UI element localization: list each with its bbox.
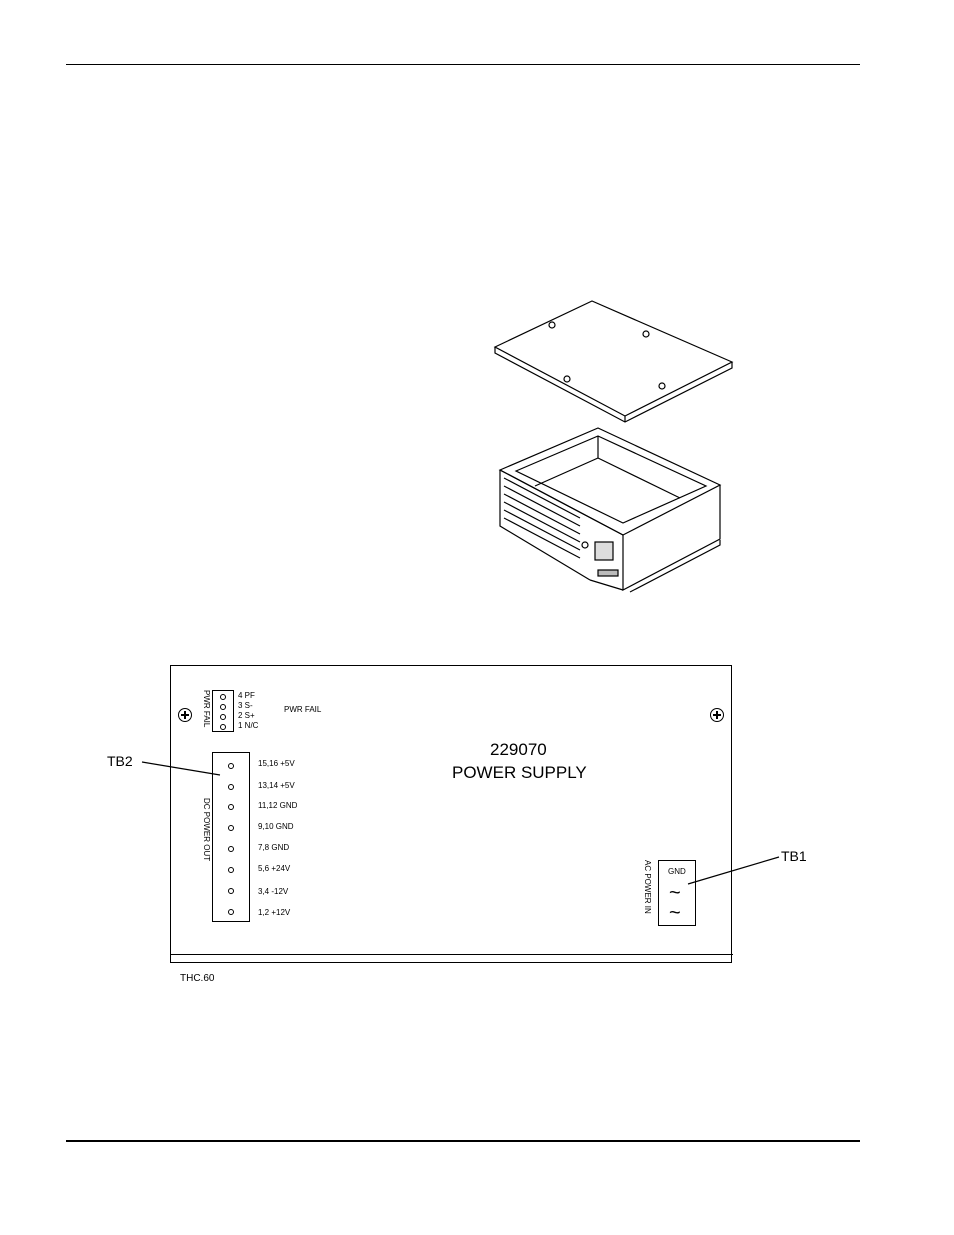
pwr-fail-side-label: PWR FAIL bbox=[202, 690, 211, 728]
mounting-screw-right-icon bbox=[710, 708, 724, 722]
terminal-pin bbox=[228, 909, 234, 915]
ac-line-symbol-icon: ~ bbox=[669, 882, 681, 904]
lid-drawing bbox=[493, 300, 734, 423]
pwr-fail-pin-label: 1 N/C bbox=[238, 721, 259, 730]
pwr-fail-pin-label: 3 S- bbox=[238, 701, 253, 710]
pwr-fail-pin-label: 2 S+ bbox=[238, 711, 255, 720]
header-rule bbox=[66, 64, 860, 65]
ac-power-in-side-label: AC POWER IN bbox=[643, 860, 652, 914]
model-number: 229070 bbox=[490, 740, 547, 759]
dc-pin-label: 13,14 +5V bbox=[258, 781, 295, 790]
dc-pin-label: 9,10 GND bbox=[258, 822, 294, 831]
dc-pin-label: 11,12 GND bbox=[258, 801, 298, 810]
ac-gnd-label: GND bbox=[668, 867, 686, 876]
mounting-screw-left-icon bbox=[178, 708, 192, 722]
terminal-pin bbox=[228, 846, 234, 852]
figure-id: THC.60 bbox=[180, 973, 215, 984]
pwr-fail-header: PWR FAIL bbox=[284, 705, 322, 714]
enclosure-illustration bbox=[493, 300, 734, 593]
terminal-pin bbox=[228, 763, 234, 769]
tb1-callout: TB1 bbox=[781, 848, 807, 864]
power-supply-panel bbox=[170, 665, 732, 963]
panel-title: POWER SUPPLY bbox=[452, 763, 587, 782]
terminal-pin bbox=[228, 888, 234, 894]
terminal-pin bbox=[228, 784, 234, 790]
panel-bottom-line bbox=[170, 954, 733, 955]
dc-pin-label: 3,4 -12V bbox=[258, 887, 289, 896]
terminal-pin bbox=[228, 867, 234, 873]
terminal-pin bbox=[228, 804, 234, 810]
terminal-pin bbox=[228, 825, 234, 831]
dc-power-out-side-label: DC POWER OUT bbox=[202, 798, 211, 862]
box-drawing bbox=[498, 427, 722, 593]
terminal-pin bbox=[220, 704, 226, 710]
dc-pin-label: 7,8 GND bbox=[258, 843, 290, 852]
ac-neutral-symbol-icon: ~ bbox=[669, 902, 681, 924]
pwr-fail-pin-label: 4 PF bbox=[238, 691, 255, 700]
dc-power-out-terminal bbox=[212, 752, 250, 922]
dc-pin-label: 1,2 +12V bbox=[258, 908, 291, 917]
pwr-fail-terminal bbox=[212, 690, 234, 732]
terminal-pin bbox=[220, 694, 226, 700]
terminal-pin bbox=[220, 714, 226, 720]
footer-rule bbox=[66, 1140, 860, 1142]
dc-pin-label: 5,6 +24V bbox=[258, 864, 291, 873]
ac-power-in-terminal: GND ~ ~ bbox=[658, 860, 696, 926]
dc-pin-label: 15,16 +5V bbox=[258, 759, 295, 768]
tb2-callout: TB2 bbox=[107, 753, 133, 769]
terminal-pin bbox=[220, 724, 226, 730]
